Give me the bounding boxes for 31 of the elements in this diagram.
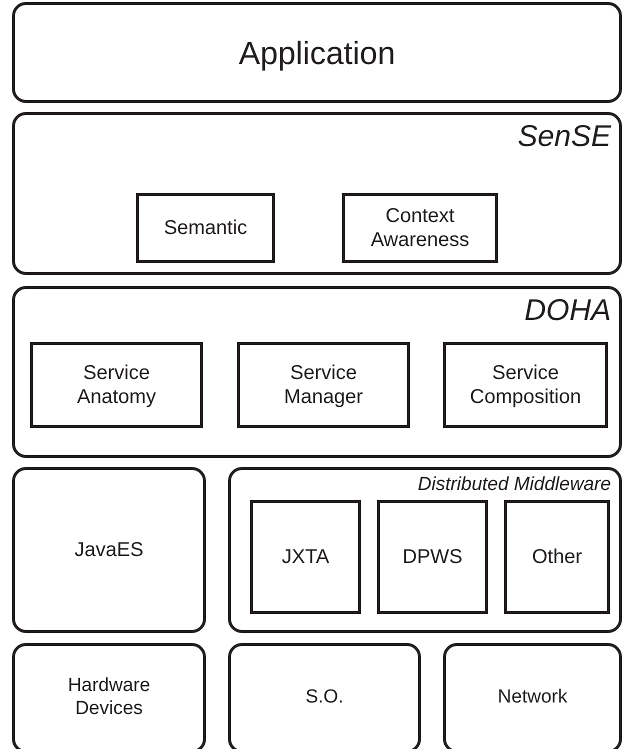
module-label: Service Composition [468,361,582,409]
layer-box [12,467,206,633]
module-label: Other [530,545,584,569]
layer-label: JavaES [74,538,144,562]
layer-label: S.O. [304,686,344,710]
layer-title: SenSE [518,119,611,155]
layer-box [228,643,421,749]
module-box [136,193,275,263]
layer-title: Distributed Middleware [418,474,611,497]
module-label: Context Awareness [370,204,470,252]
layer-box [12,2,622,103]
module-box [504,500,610,614]
module-box [237,342,410,428]
module-box [443,342,608,428]
module-box [30,342,203,428]
layer-label: Hardware Devices [66,675,152,721]
module-box [377,500,488,614]
layer-box [12,112,622,275]
layer-box [443,643,622,749]
module-box [250,500,361,614]
module-label: JXTA [280,545,330,569]
layer-title: DOHA [524,293,611,329]
layer-label: Application [238,33,396,72]
layer-box [12,643,206,749]
layer-box [228,467,622,633]
layer-label: Network [496,686,568,710]
module-label: DPWS [402,545,464,569]
module-label: Semantic [162,216,248,240]
module-box [342,193,498,263]
module-label: Service Manager [283,361,364,409]
module-label: Service Anatomy [76,361,157,409]
